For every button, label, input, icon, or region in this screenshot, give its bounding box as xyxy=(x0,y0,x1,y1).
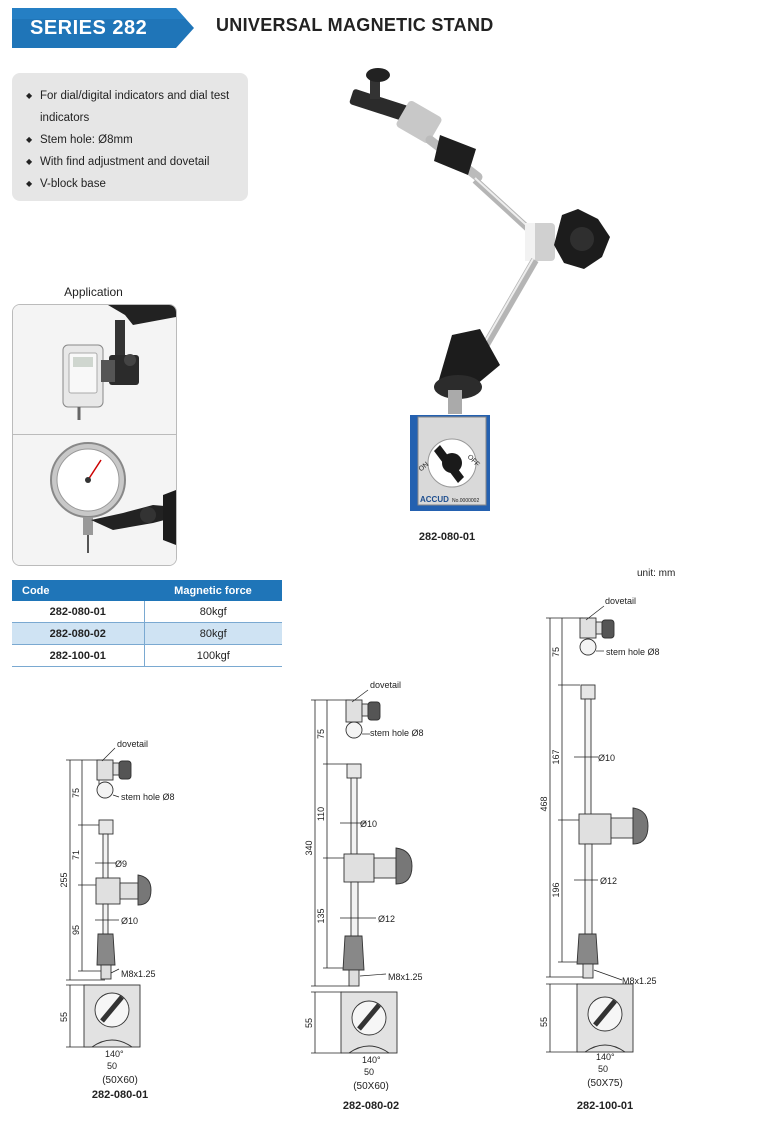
product-photo: ON OFF ACCUD No.0000002 xyxy=(340,65,640,525)
label-dovetail: dovetail xyxy=(370,680,401,690)
cell-code: 282-080-02 xyxy=(12,622,145,645)
drawing-base-size: (50X60) xyxy=(102,1075,138,1086)
label-rod-diameter-lower: Ø12 xyxy=(378,914,395,924)
diamond-bullet-icon: ◆ xyxy=(26,91,33,100)
drawing-base-size: (50X60) xyxy=(353,1081,389,1092)
label-thread: M8x1.25 xyxy=(622,976,657,986)
dim-head: 75 xyxy=(551,647,561,657)
feature-item: ◆For dial/digital indicators and dial te… xyxy=(26,85,240,129)
product-code: 282-080-01 xyxy=(418,531,476,543)
table-row: 282-100-01 100kgf xyxy=(12,644,282,667)
label-dovetail: dovetail xyxy=(117,739,148,749)
cell-code: 282-080-01 xyxy=(12,601,145,623)
label-dovetail: dovetail xyxy=(605,596,636,606)
feature-item: ◆With find adjustment and dovetail xyxy=(26,151,240,173)
label-stem-hole: stem hole Ø8 xyxy=(121,792,175,802)
dim-lower-rod: 196 xyxy=(551,882,561,897)
label-rod-diameter-lower: Ø12 xyxy=(600,876,617,886)
drawing-base-size: (50X75) xyxy=(587,1078,623,1089)
label-base-width: 50 xyxy=(598,1064,608,1074)
dim-upper-rod: 71 xyxy=(71,850,81,860)
brand-logo-text: ACCUD xyxy=(420,495,449,504)
application-label: Application xyxy=(64,285,123,299)
dim-total-height: 468 xyxy=(539,796,549,811)
label-base-width: 50 xyxy=(364,1067,374,1077)
feature-list: ◆For dial/digital indicators and dial te… xyxy=(12,73,248,195)
dim-upper-rod: 110 xyxy=(316,807,326,821)
digital-indicator-illustration xyxy=(13,305,176,434)
dim-upper-rod: 167 xyxy=(551,749,561,764)
feature-item: ◆Stem hole: Ø8mm xyxy=(26,129,240,151)
label-vee-angle: 140° xyxy=(105,1049,124,1059)
label-stem-hole: stem hole Ø8 xyxy=(370,728,424,738)
drawing-code: 282-080-02 xyxy=(342,1100,400,1112)
dim-total-height: 255 xyxy=(59,872,69,887)
dim-head: 75 xyxy=(316,729,326,739)
dim-lower-rod: 135 xyxy=(316,908,326,923)
table-row: 282-080-02 80kgf xyxy=(12,622,282,645)
technical-drawing-282-100-01: dovetail stem hole Ø8 Ø10 Ø12 M8x1.25 14… xyxy=(539,596,660,1074)
cell-magnetic-force: 100kgf xyxy=(144,644,282,667)
cell-magnetic-force: 80kgf xyxy=(144,601,282,623)
application-photo-dial-indicator xyxy=(12,434,177,566)
dim-base-height: 55 xyxy=(304,1018,314,1028)
label-stem-hole: stem hole Ø8 xyxy=(606,647,660,657)
dim-base-height: 55 xyxy=(59,1012,69,1022)
technical-drawing-282-080-01: dovetail stem hole Ø8 Ø9 Ø10 M8x1.25 140… xyxy=(59,739,175,1070)
series-tag: SERIES 282 xyxy=(12,8,194,48)
series-tag-shape xyxy=(12,8,194,48)
label-base-width: 50 xyxy=(107,1061,117,1070)
label-vee-angle: 140° xyxy=(362,1055,381,1065)
dim-base-height: 55 xyxy=(539,1017,549,1027)
label-vee-angle: 140° xyxy=(596,1052,615,1062)
dim-head: 75 xyxy=(71,788,81,798)
label-rod-diameter-upper: Ø9 xyxy=(115,859,127,869)
feature-box: ◆For dial/digital indicators and dial te… xyxy=(12,73,248,201)
page-title: UNIVERSAL MAGNETIC STAND xyxy=(216,15,494,35)
label-thread: M8x1.25 xyxy=(121,969,156,979)
label-rod-diameter-upper: Ø10 xyxy=(360,819,377,829)
serial-number: No.0000002 xyxy=(452,498,479,504)
drawing-code: 282-080-01 xyxy=(91,1089,149,1101)
diamond-bullet-icon: ◆ xyxy=(26,179,33,188)
cell-magnetic-force: 80kgf xyxy=(144,622,282,645)
label-rod-diameter-upper: Ø10 xyxy=(598,753,615,763)
dim-lower-rod: 95 xyxy=(71,925,81,935)
table-header-row: Code Magnetic force xyxy=(12,580,282,601)
spec-table: Code Magnetic force 282-080-01 80kgf 282… xyxy=(12,580,282,667)
table-row: 282-080-01 80kgf xyxy=(12,601,282,623)
series-label: SERIES 282 xyxy=(30,17,148,39)
label-thread: M8x1.25 xyxy=(388,972,423,982)
application-photo-digital-indicator xyxy=(12,304,177,435)
feature-item: ◆V-block base xyxy=(26,173,240,195)
dial-indicator-illustration xyxy=(13,435,176,565)
column-header-code: Code xyxy=(12,580,144,601)
unit-label: unit: mm xyxy=(637,568,676,579)
drawing-code: 282-100-01 xyxy=(576,1100,634,1112)
dim-total-height: 340 xyxy=(304,840,314,855)
technical-drawing-282-080-02: dovetail stem hole Ø8 Ø10 Ø12 M8x1.25 14… xyxy=(304,680,424,1077)
diamond-bullet-icon: ◆ xyxy=(26,157,33,166)
column-header-magnetic-force: Magnetic force xyxy=(144,580,282,601)
cell-code: 282-100-01 xyxy=(12,644,145,667)
label-rod-diameter-lower: Ø10 xyxy=(121,916,138,926)
magnetic-stand-illustration: ON OFF ACCUD No.0000002 xyxy=(349,68,610,511)
diamond-bullet-icon: ◆ xyxy=(26,135,33,144)
